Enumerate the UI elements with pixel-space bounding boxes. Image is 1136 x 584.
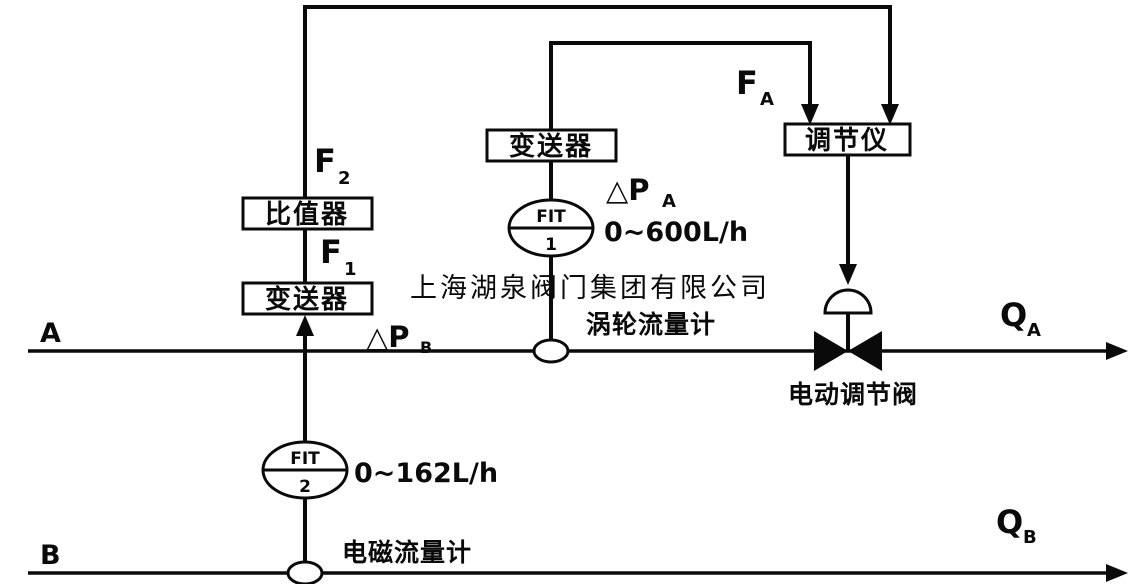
- arrow-into-controller-left: [801, 104, 819, 125]
- signal-line-ratio-to-controller: [303, 5, 892, 198]
- label-qa: Q: [1000, 296, 1027, 334]
- label-f2-sub: 2: [338, 168, 351, 189]
- ratio-unit: 比值器: [241, 196, 374, 231]
- transmitter-left-label: 变送器: [265, 284, 349, 315]
- label-fa-sub: A: [760, 89, 774, 110]
- signal-line-transmittermid-to-controller: [549, 41, 812, 130]
- pipe-a: [28, 342, 1128, 360]
- ratio-unit-label: 比值器: [265, 200, 349, 230]
- label-range-b: 0~162L/h: [354, 458, 498, 489]
- instrument-fit1: FIT 1: [507, 198, 595, 258]
- pipe-b-arrow: [1106, 564, 1128, 582]
- branch-b: FIT 2: [261, 315, 349, 584]
- arrow-into-transmitter-left: [296, 315, 314, 336]
- arrow-into-valve: [839, 264, 857, 285]
- transmitter-left-box: [241, 281, 374, 316]
- arrow-into-controller-right: [881, 104, 899, 125]
- label-f1: F: [320, 233, 342, 271]
- label-range-a: 0~600L/h: [604, 217, 748, 248]
- ratio-unit-box: [241, 196, 374, 231]
- label-control-valve: 电动调节阀: [788, 380, 918, 409]
- pipe-a-tap-circle: [532, 338, 570, 364]
- pipe-a-arrow: [1106, 342, 1128, 360]
- label-fa: F: [736, 64, 758, 102]
- label-turbine-flowmeter: 涡轮流量计: [586, 310, 716, 339]
- instrument-fit2: FIT 2: [261, 440, 349, 500]
- label-f1-sub: 1: [344, 259, 357, 280]
- controller-box: [783, 122, 912, 157]
- label-dpb: △P: [366, 320, 410, 354]
- label-dpb-sub: B: [420, 338, 432, 357]
- valve-body-left: [814, 331, 848, 371]
- valve-actuator-dome: [823, 288, 873, 315]
- branch-a: FIT 1: [507, 161, 595, 364]
- pipe-b: [28, 564, 1128, 582]
- fit2-tag: FIT: [290, 449, 320, 469]
- transmitter-mid: 变送器: [485, 128, 618, 163]
- transmitter-left: 变送器: [241, 281, 374, 316]
- signal-labels: F 2 F 1 △P B △P A F A Q A Q B: [314, 64, 1041, 548]
- pipe-b-tap-circle: [286, 560, 324, 584]
- watermark-text: 上海湖泉阀门集团有限公司: [410, 273, 770, 304]
- fit1-tag: FIT: [536, 207, 566, 227]
- controller: 调节仪: [783, 122, 912, 157]
- label-qa-sub: A: [1027, 320, 1041, 341]
- transmitter-mid-label: 变送器: [509, 131, 593, 162]
- label-line-a: A: [40, 318, 61, 349]
- label-dpa-sub: A: [662, 191, 676, 212]
- transmitter-mid-box: [485, 128, 618, 163]
- label-magnetic-flowmeter: 电磁流量计: [342, 538, 472, 567]
- label-line-b: B: [40, 540, 61, 571]
- control-valve: [814, 288, 882, 371]
- label-qb-sub: B: [1023, 527, 1037, 548]
- annotation-labels: A B 0~600L/h 0~162L/h 涡轮流量计 电磁流量计 电动调节阀: [40, 217, 918, 571]
- controller-label: 调节仪: [805, 126, 889, 156]
- label-f2: F: [314, 142, 336, 180]
- label-qb: Q: [996, 503, 1023, 541]
- valve-body-right: [848, 331, 882, 371]
- fit1-number: 1: [545, 235, 557, 255]
- fit2-number: 2: [299, 477, 311, 497]
- label-dpa: △P: [606, 173, 650, 207]
